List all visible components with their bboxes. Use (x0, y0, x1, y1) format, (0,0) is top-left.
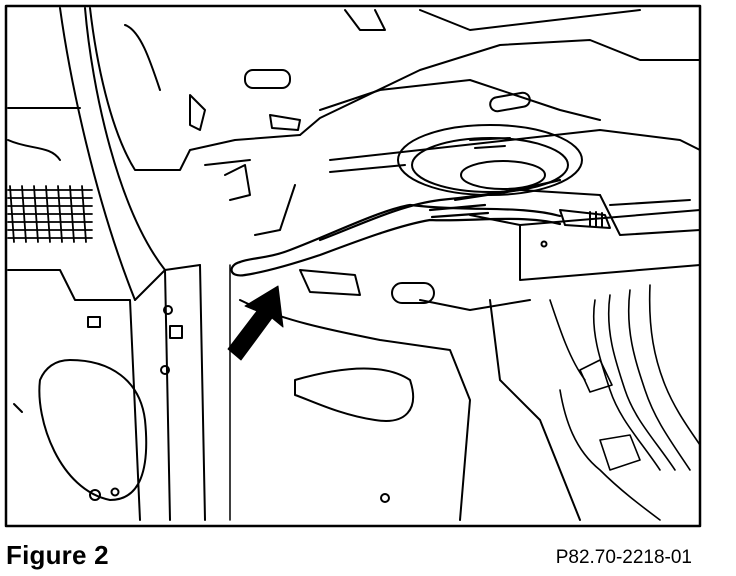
figure-reference-code: P82.70-2218-01 (555, 547, 692, 568)
wheel-housing (7, 269, 183, 521)
underbody-panel (7, 7, 701, 171)
routed-cable (230, 178, 562, 277)
cross-member (329, 129, 701, 281)
cable-bracket (224, 164, 435, 304)
cable-connector (540, 209, 611, 248)
figure-border (4, 4, 702, 528)
floor-panel (239, 299, 581, 521)
wire-harness (549, 284, 701, 521)
coil-spring (7, 185, 93, 243)
figure-caption: Figure 2 (6, 540, 109, 570)
pointer-arrow (227, 285, 284, 361)
body-pillar (59, 7, 231, 521)
